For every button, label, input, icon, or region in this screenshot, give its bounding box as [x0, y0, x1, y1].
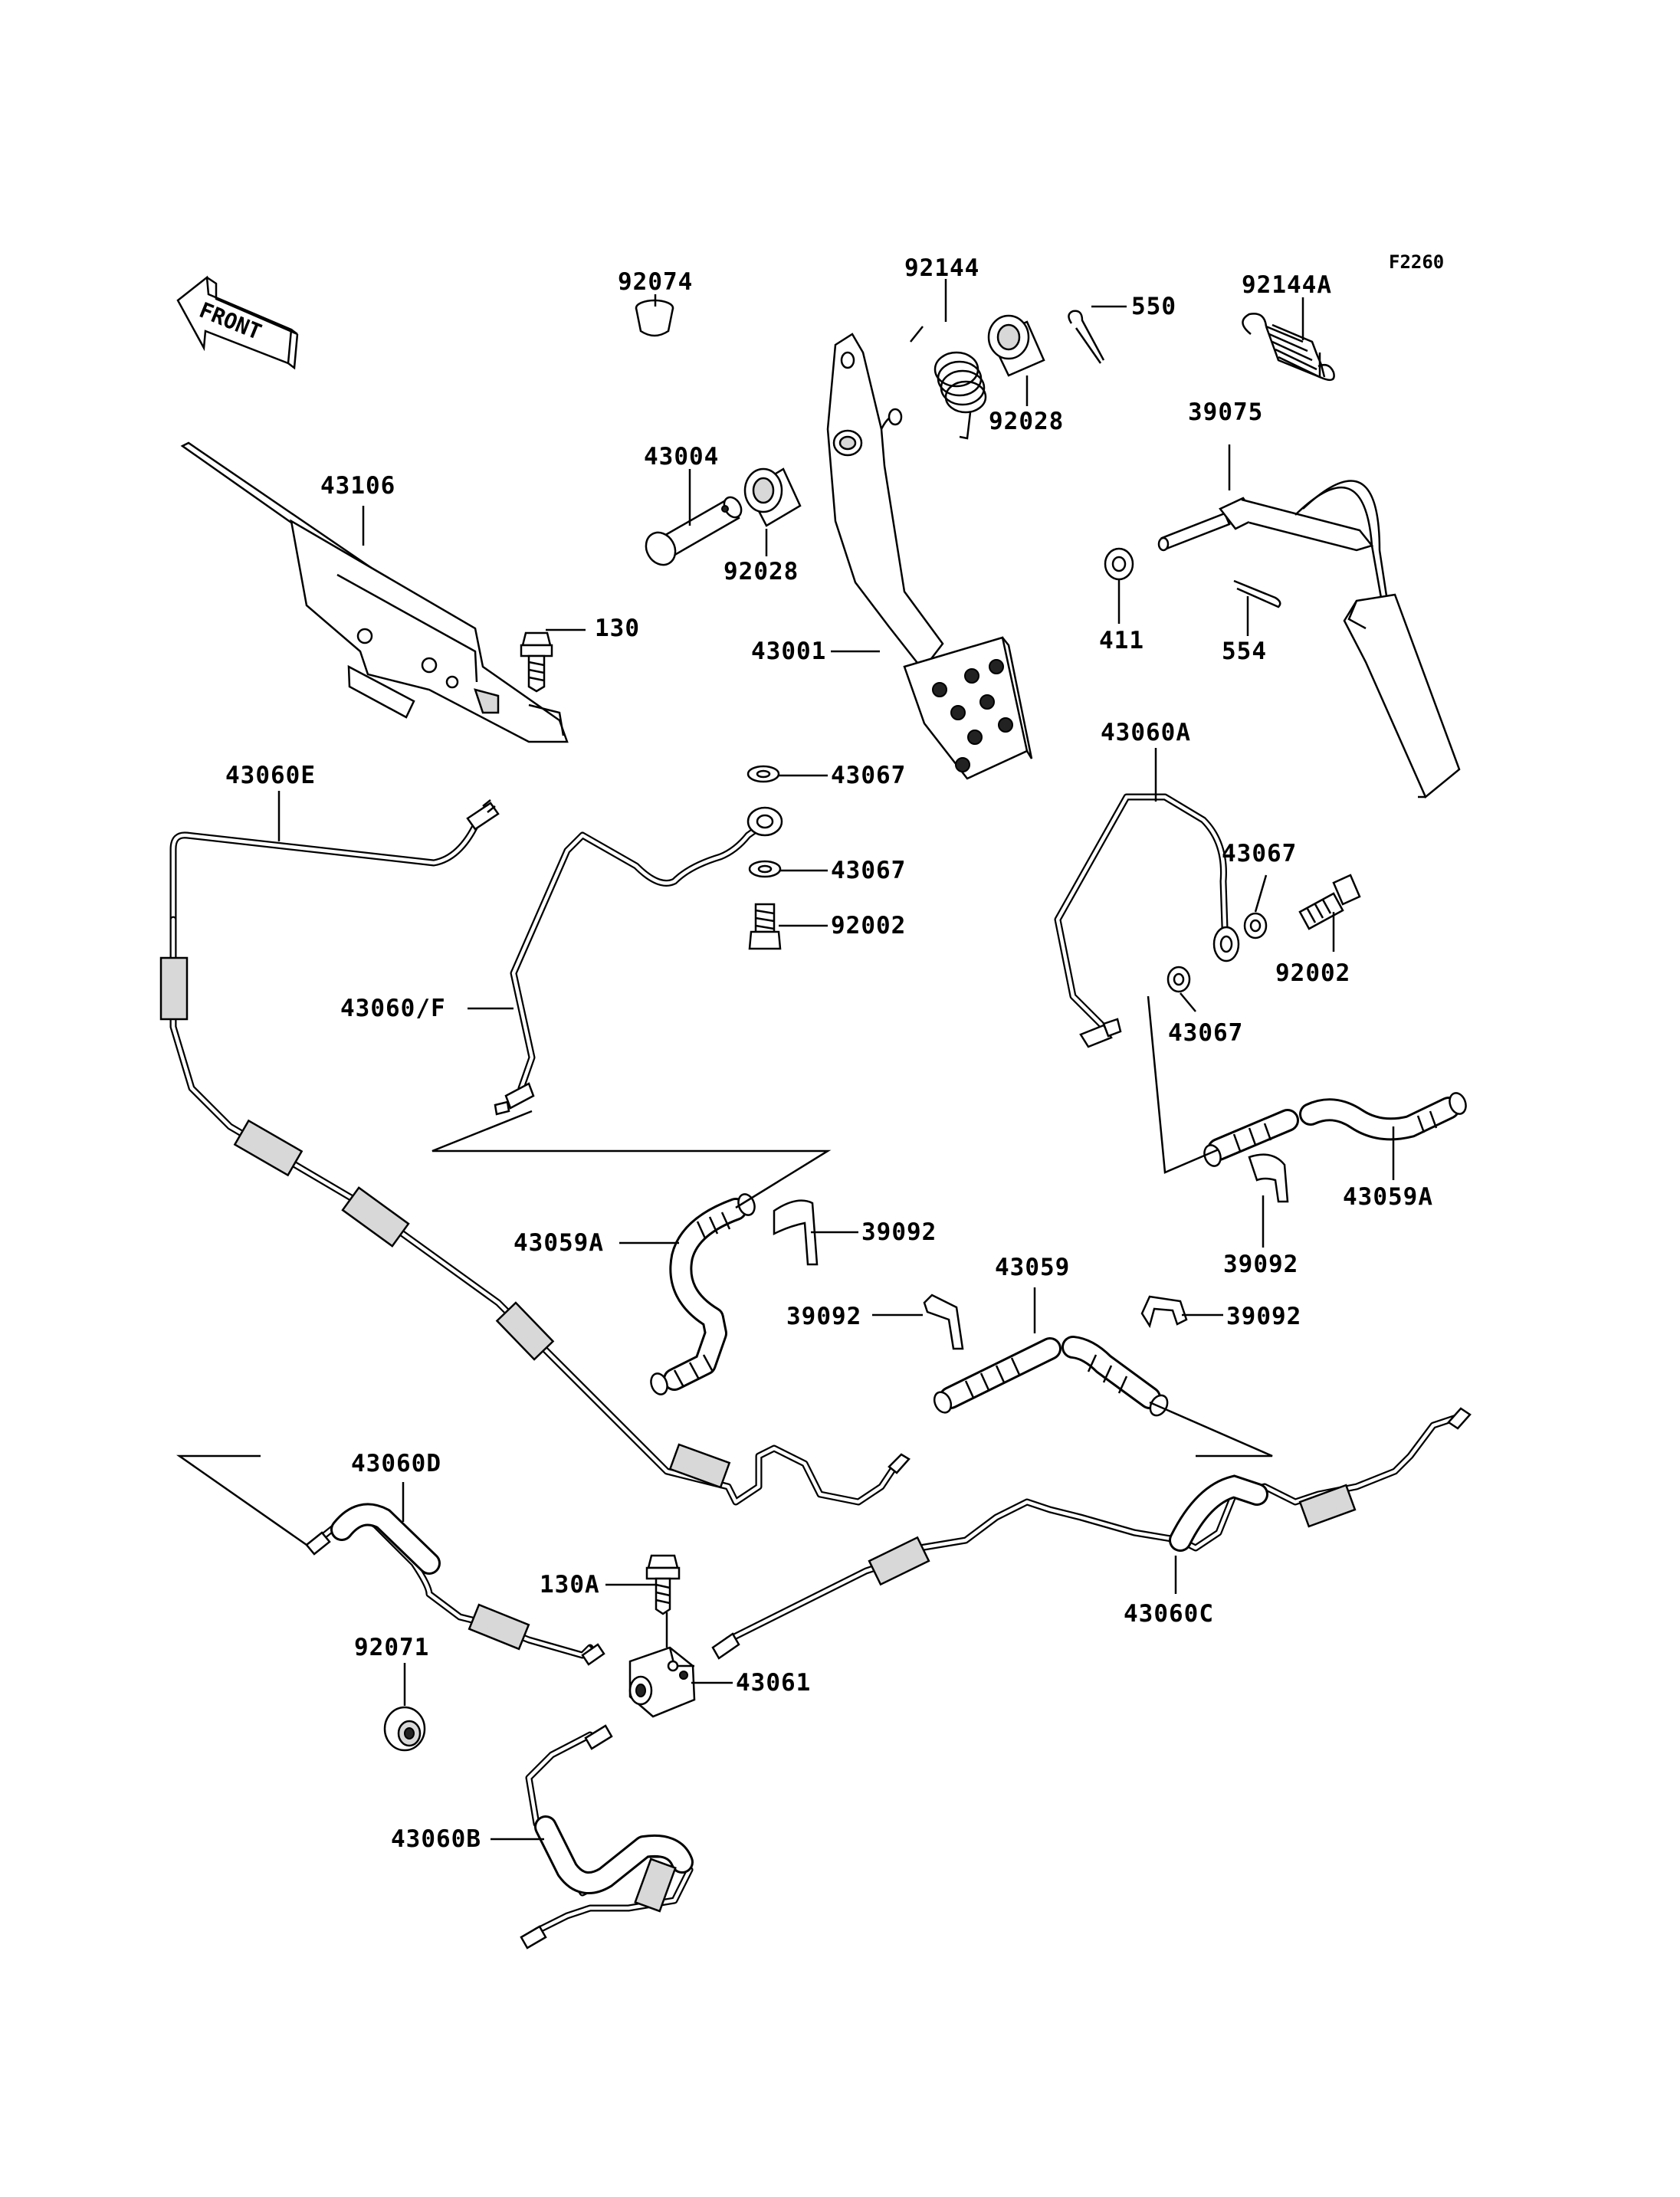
cotter-pin-550 — [1068, 310, 1105, 364]
label-411: 411 — [1099, 627, 1144, 654]
bolt-92002-left — [748, 903, 782, 950]
diagram-code: F2260 — [1389, 251, 1444, 273]
label-43059a-right: 43059A — [1343, 1183, 1433, 1211]
label-92002-right: 92002 — [1275, 959, 1350, 987]
washer-43067-b — [748, 860, 782, 878]
junction-43061 — [628, 1646, 696, 1718]
brake-line-43060f — [494, 806, 783, 1116]
label-39092-a: 39092 — [861, 1218, 937, 1246]
label-130: 130 — [595, 615, 640, 642]
label-43060f: 43060/F — [340, 995, 446, 1022]
washer-43067-a — [746, 765, 780, 783]
label-43060b: 43060B — [391, 1825, 481, 1853]
label-43067-b: 43067 — [831, 857, 906, 884]
parking-brake-lever — [180, 441, 569, 743]
label-43060d: 43060D — [351, 1450, 441, 1477]
label-92144: 92144 — [904, 254, 979, 282]
brake-pedal-43001 — [826, 333, 1033, 780]
brake-line-43060b — [520, 1724, 694, 1949]
label-92028-lower: 92028 — [724, 558, 799, 585]
label-43061: 43061 — [736, 1669, 811, 1697]
bolt-130a — [645, 1554, 681, 1615]
label-39092-c: 39092 — [786, 1303, 861, 1330]
label-43067-c: 43067 — [1222, 840, 1297, 867]
label-43106: 43106 — [320, 472, 395, 500]
clip-39092-a — [773, 1199, 819, 1266]
brake-line-43060e — [159, 799, 911, 1506]
accelerator-pedal-39075 — [1157, 480, 1461, 799]
label-43060c: 43060C — [1124, 1600, 1214, 1628]
label-43067-a: 43067 — [831, 762, 906, 789]
pin-43004 — [645, 496, 743, 566]
label-39092-d: 39092 — [1226, 1303, 1301, 1330]
bushing-92028-lower — [743, 467, 802, 527]
hose-43059a-left — [650, 1193, 756, 1395]
cotter-pin-554 — [1233, 579, 1281, 608]
label-92002-left: 92002 — [831, 912, 906, 939]
label-43067-d: 43067 — [1168, 1019, 1243, 1047]
label-92074: 92074 — [618, 268, 693, 296]
cap-92074 — [635, 299, 674, 337]
grommet-92071 — [383, 1706, 426, 1752]
label-43060e: 43060E — [225, 762, 316, 789]
label-554: 554 — [1222, 638, 1267, 665]
part-labels: 92074 92144 550 92144A 92028 39075 43004… — [225, 254, 1433, 1853]
hose-43059a-right — [1203, 1092, 1467, 1167]
washer-43067-d — [1166, 966, 1191, 993]
label-43059: 43059 — [995, 1254, 1070, 1281]
leader-lines — [176, 279, 1395, 1841]
label-43001: 43001 — [751, 638, 826, 665]
brake-line-43060d — [305, 1503, 605, 1666]
label-39092-b: 39092 — [1223, 1251, 1298, 1278]
spring-92144a — [1242, 313, 1335, 382]
clip-39092-d — [1140, 1295, 1188, 1329]
label-39075: 39075 — [1188, 398, 1263, 426]
brake-line-43060a — [1054, 793, 1240, 1048]
clip-39092-c — [923, 1294, 964, 1350]
bolt-92002-right — [1298, 874, 1361, 930]
front-arrow-icon: FRONT — [176, 275, 299, 370]
label-92028-upper: 92028 — [989, 408, 1064, 435]
label-43004: 43004 — [644, 443, 719, 471]
bolt-130 — [520, 631, 553, 693]
clip-39092-b — [1248, 1153, 1289, 1203]
spring-92144 — [910, 326, 987, 440]
washer-411 — [1104, 547, 1134, 581]
brake-line-43060c — [711, 1407, 1472, 1660]
label-92144a: 92144A — [1242, 271, 1332, 299]
label-43060a: 43060A — [1101, 719, 1191, 746]
bushing-92028-upper — [987, 314, 1045, 377]
hose-43059 — [933, 1336, 1169, 1417]
label-130a: 130A — [540, 1571, 600, 1599]
label-550: 550 — [1131, 293, 1176, 320]
label-43059a-left: 43059A — [514, 1229, 604, 1257]
washer-43067-c — [1243, 912, 1268, 939]
label-92071: 92071 — [354, 1634, 429, 1661]
